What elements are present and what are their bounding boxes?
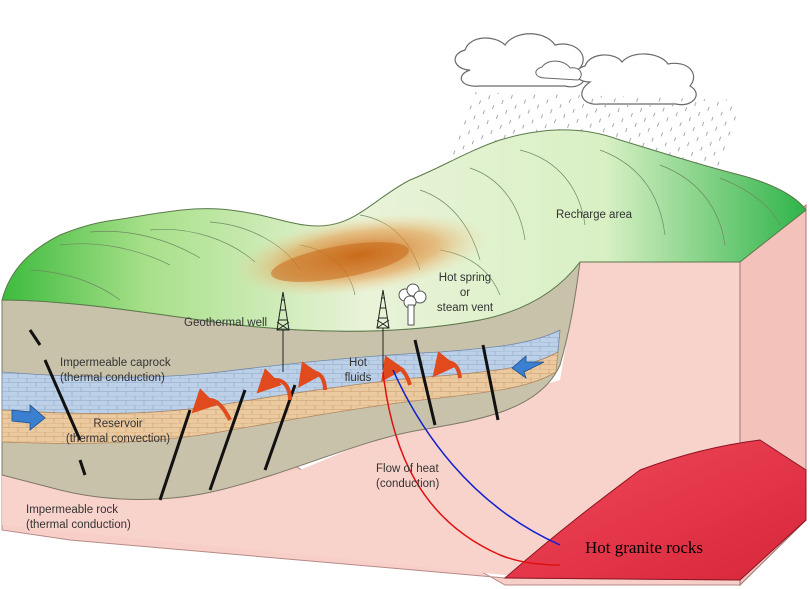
convection-arrows [191, 351, 462, 421]
label-caprock-2: (thermal conduction) [60, 372, 165, 384]
label-flow-heat-2: (conduction) [376, 478, 439, 490]
label-geothermal-well: Geothermal well [184, 317, 267, 329]
label-hot-spring-3: steam vent [437, 302, 494, 314]
label-imperm-rock-2: (thermal conduction) [26, 519, 131, 531]
label-hot-fluids-1: Hot [349, 357, 368, 369]
heat-flow-line-blue [392, 369, 561, 546]
steam-vent-icon [398, 283, 427, 326]
hot-granite-body [503, 439, 807, 581]
label-hot-fluids-2: fluids [345, 372, 372, 384]
label-hot-spring-2: or [460, 287, 470, 299]
label-reservoir-1: Reservoir [93, 418, 142, 430]
heat-flow-line-red [382, 371, 561, 566]
recharge-arrows [11, 355, 545, 431]
label-recharge-area: Recharge area [556, 209, 633, 221]
label-reservoir-2: (thermal convection) [66, 433, 170, 445]
geothermal-well-icon [276, 289, 390, 372]
label-imperm-rock-1: Impermeable rock [26, 504, 118, 516]
label-flow-heat-1: Flow of heat [376, 463, 439, 475]
fault-lines [28, 329, 500, 501]
label-hot-spring-1: Hot spring [439, 272, 491, 284]
label-hot-granite: Hot granite rocks [585, 538, 703, 557]
label-caprock-1: Impermeable caprock [60, 357, 171, 369]
